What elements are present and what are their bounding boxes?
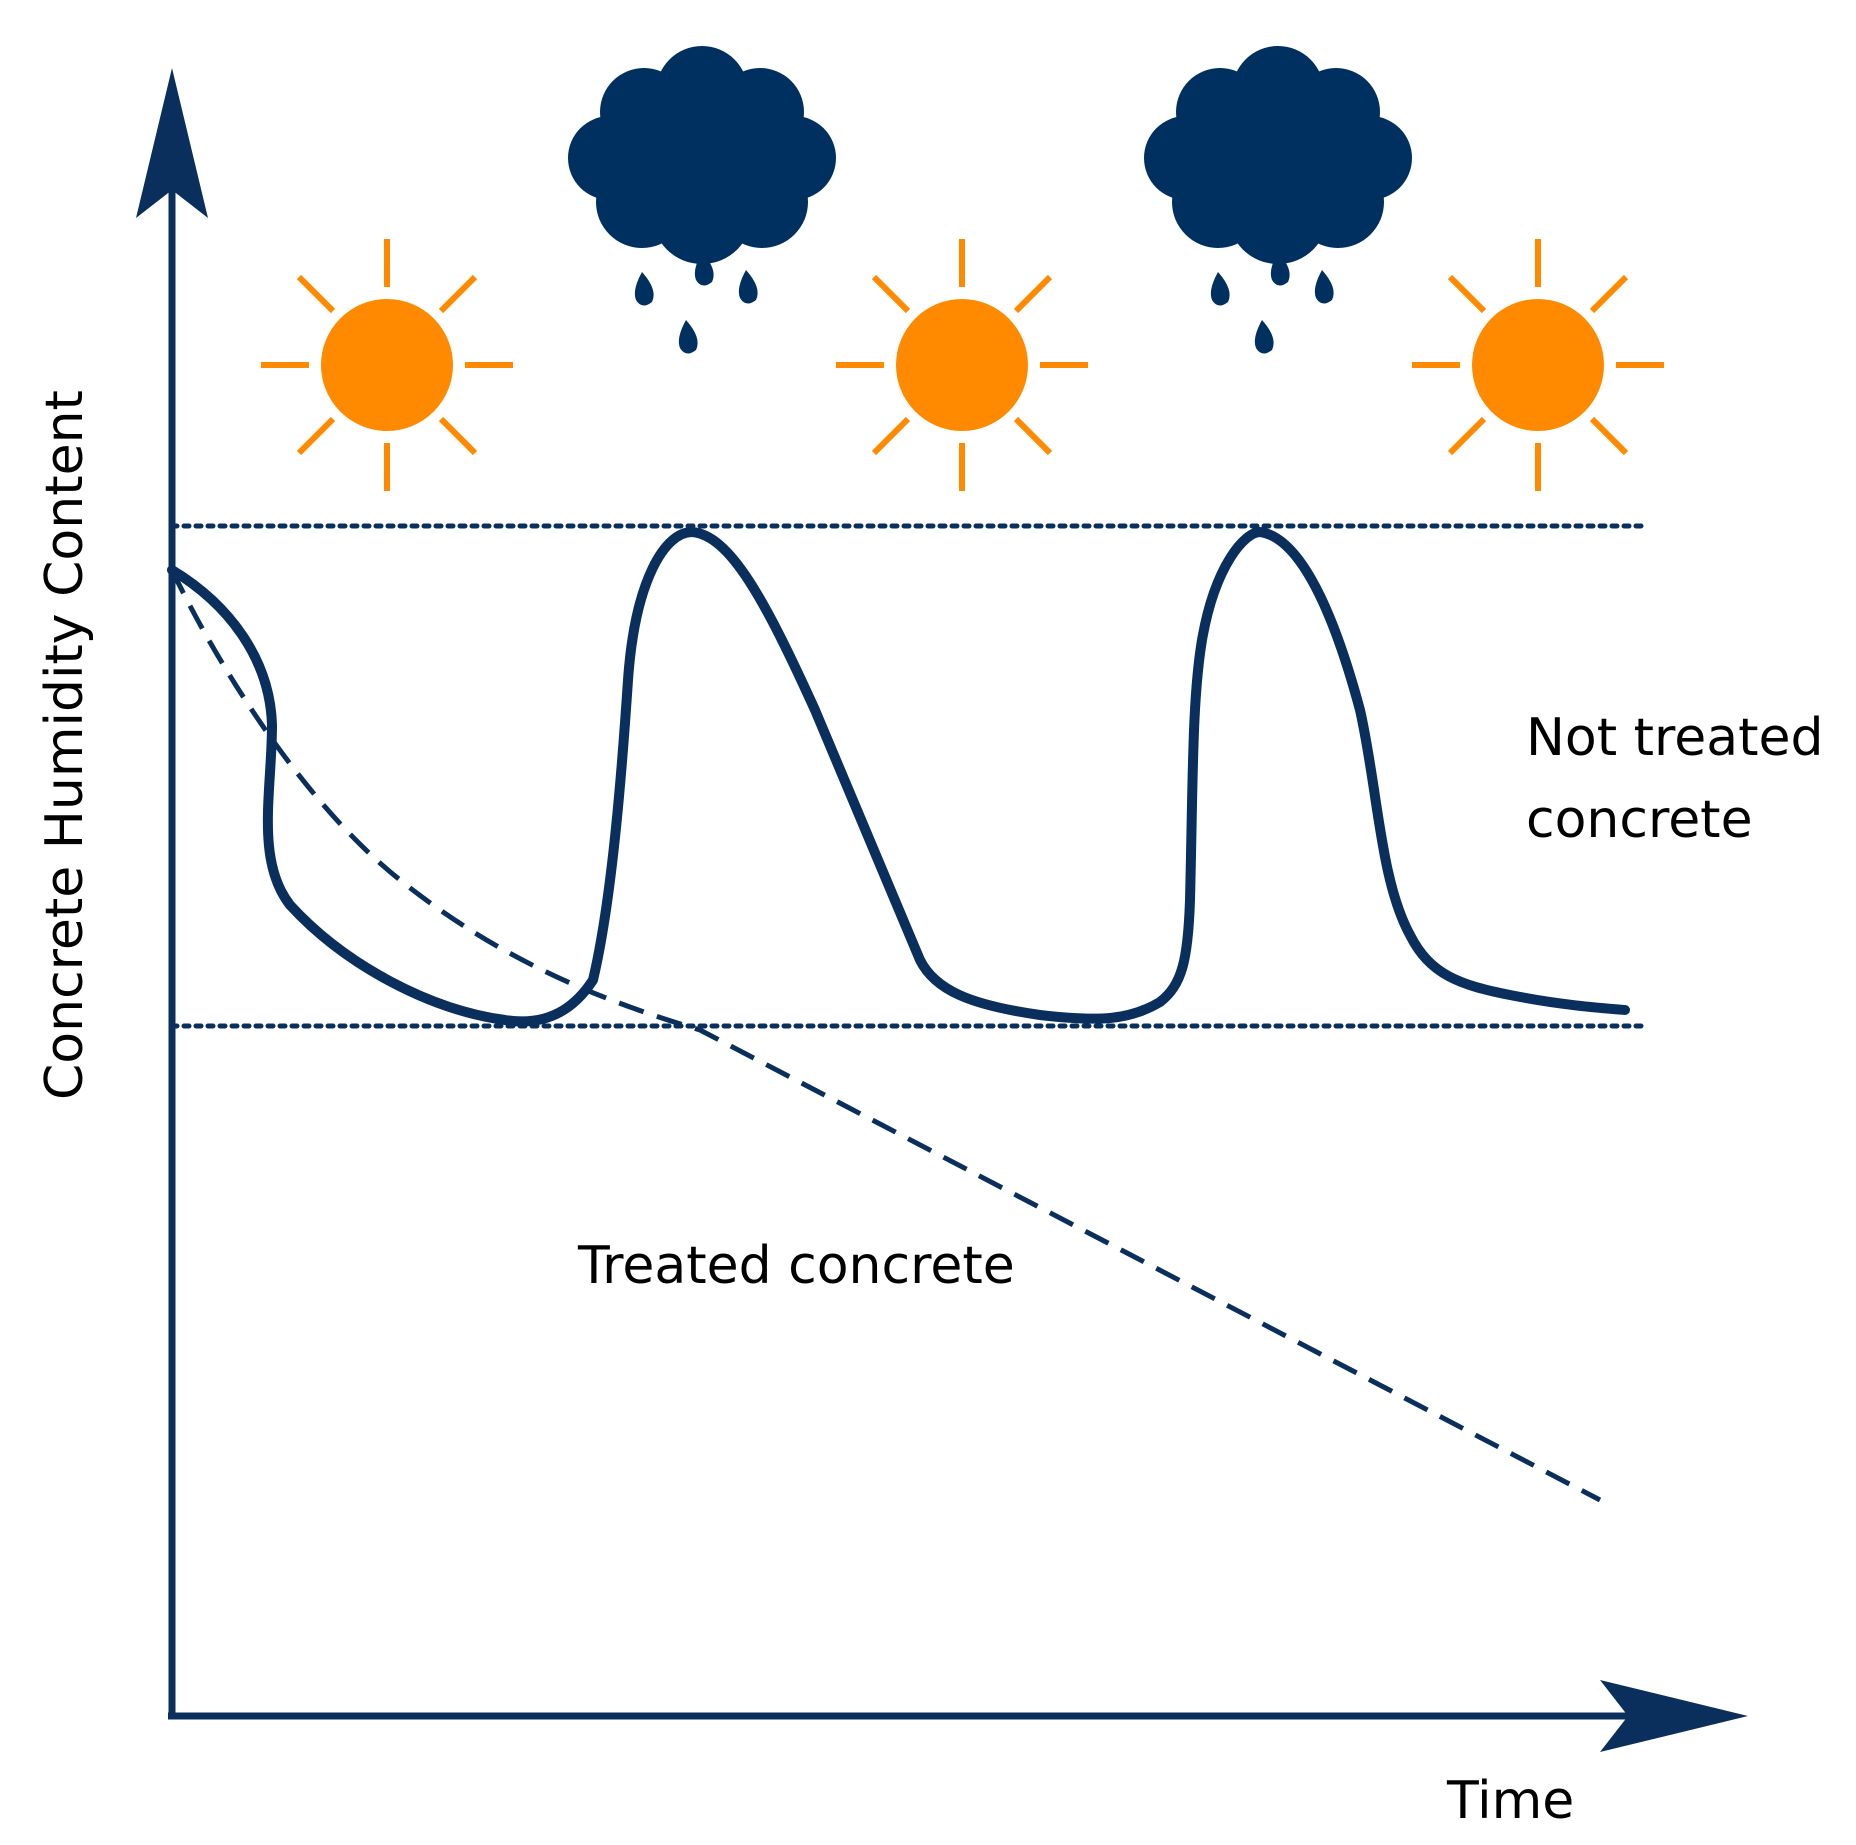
not-treated-concrete-curve [167, 527, 1630, 1027]
y-axis-arrowhead [136, 68, 208, 218]
rain-cloud-icon [1144, 46, 1412, 354]
rain-cloud-icon [568, 46, 836, 354]
sun-icon [836, 239, 1088, 491]
x-axis-label: Time [1446, 1771, 1574, 1831]
y-axis-label: Concrete Humidity Content [35, 390, 95, 1100]
treated-label: Treated concrete [577, 1236, 1015, 1296]
sun-icon [1412, 239, 1664, 491]
sun-icon [261, 239, 513, 491]
x-axis-arrowhead [1600, 1680, 1748, 1752]
not-treated-label: concrete [1526, 790, 1753, 850]
not-treated-label: Not treated [1526, 708, 1824, 768]
treated-concrete-curve [169, 568, 1602, 1503]
